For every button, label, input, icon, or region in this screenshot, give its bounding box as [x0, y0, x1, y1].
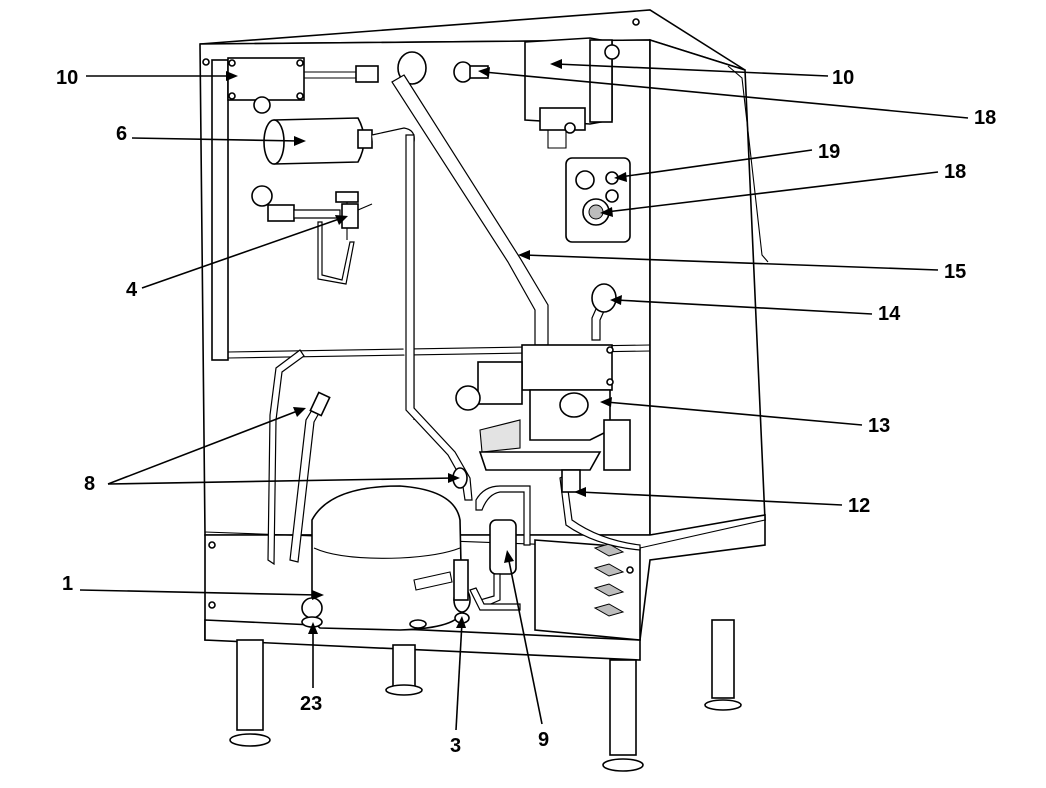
callout-10-left: 10	[56, 67, 78, 89]
switch-plate	[565, 157, 631, 243]
callout-18-top: 18	[974, 107, 996, 129]
callout-18-switch: 18	[944, 161, 966, 183]
callout-12: 12	[848, 495, 870, 517]
water-pump-assembly	[455, 283, 641, 551]
callout-1: 1	[62, 573, 73, 595]
control-box-right	[524, 37, 620, 149]
cabinet-legs	[229, 619, 742, 772]
callout-9: 9	[538, 729, 549, 751]
callout-labels: 10 10 18 6 19 18 4 15 14 13 8 12 1 23 3 …	[56, 67, 996, 757]
callout-leaders	[79, 59, 969, 731]
callout-19: 19	[818, 141, 840, 163]
receiver-tank	[263, 117, 415, 420]
callout-23: 23	[300, 693, 322, 715]
callout-4: 4	[126, 279, 138, 301]
callout-8: 8	[84, 473, 95, 495]
callout-13: 13	[868, 415, 890, 437]
callout-3: 3	[450, 735, 461, 757]
compressor	[301, 485, 463, 631]
callout-15: 15	[944, 261, 966, 283]
callout-14: 14	[878, 303, 901, 325]
control-box-left	[227, 57, 379, 114]
callout-10-right: 10	[832, 67, 854, 89]
expansion-valve	[251, 185, 373, 285]
vent-slots	[593, 543, 625, 617]
inlet-fitting-top	[397, 51, 489, 85]
callout-6: 6	[116, 123, 127, 145]
cabinet-frame	[199, 9, 769, 661]
